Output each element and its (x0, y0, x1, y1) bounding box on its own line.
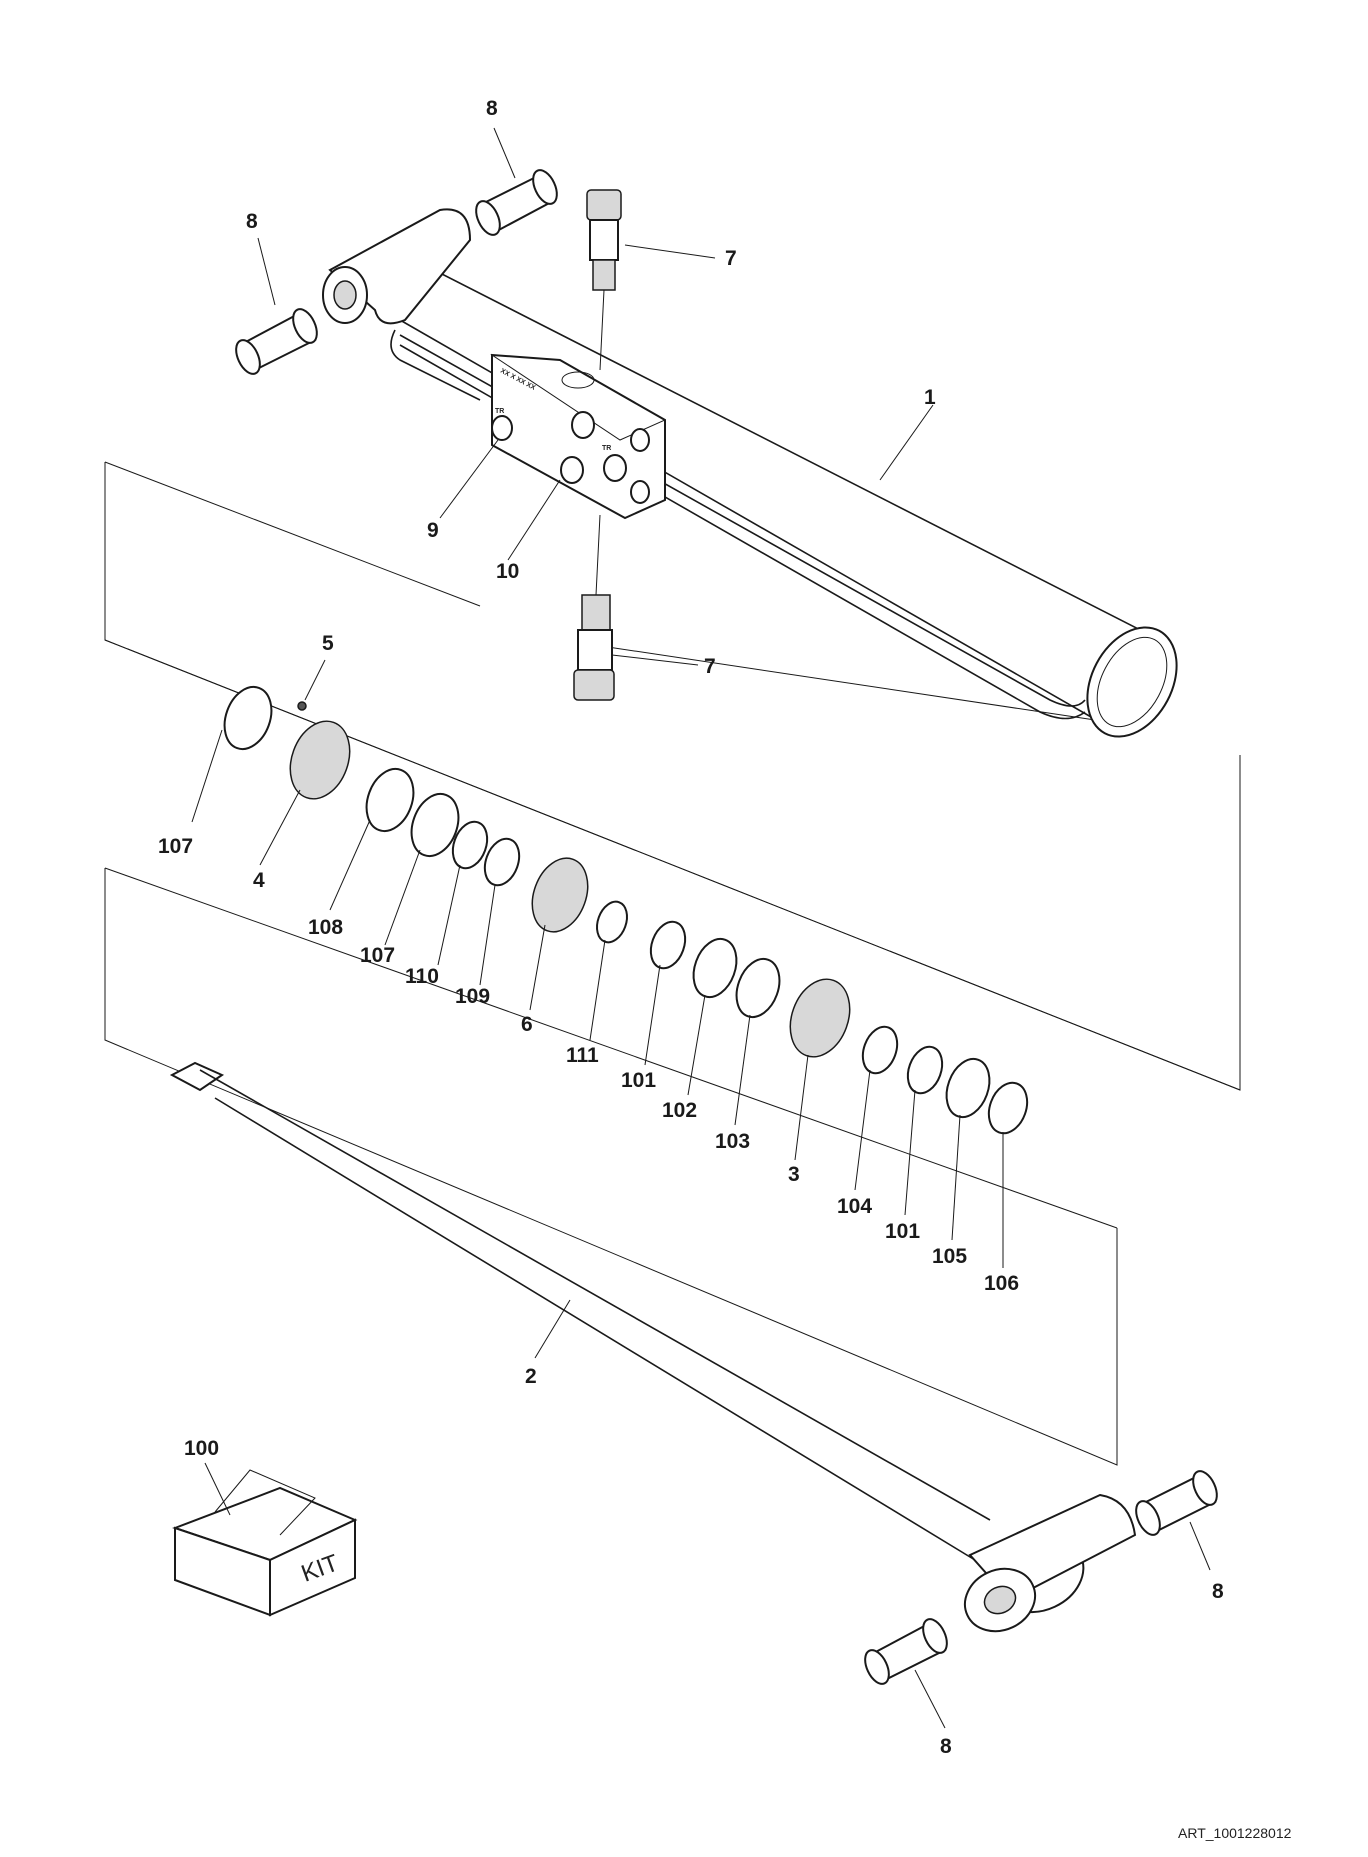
callout-9: 9 (427, 519, 439, 542)
ring-107a (223, 686, 273, 750)
callout-100: 100 (184, 1437, 219, 1460)
callout-102: 102 (662, 1099, 697, 1122)
callout-109: 109 (455, 985, 490, 1008)
valve-mark-tr-1: TR (495, 408, 504, 415)
callout-5: 5 (322, 632, 334, 655)
ball-5 (297, 701, 307, 711)
leader-lines (191, 127, 1211, 1729)
callout-107b: 107 (360, 944, 395, 967)
callout-4: 4 (253, 869, 265, 892)
callout-107a: 107 (158, 835, 193, 858)
upper-panel-outline (104, 461, 1241, 1091)
spacer-6 (531, 857, 589, 933)
callout-10: 10 (496, 560, 519, 583)
cylinder-rod (169, 1061, 1137, 1633)
callout-8c: 8 (1212, 1580, 1224, 1603)
ring-103 (735, 957, 781, 1019)
cylinder-barrel (322, 208, 1178, 738)
callout-7a: 7 (725, 247, 737, 270)
ring-102 (692, 937, 738, 999)
callout-labels: 8 8 7 1 9 10 7 5 107 4 108 107 110 109 6… (158, 97, 1224, 1758)
cartridge-lower (573, 514, 615, 701)
kit-box: KIT (172, 1469, 358, 1617)
ring-107b (410, 793, 460, 857)
seal-stack (223, 686, 1029, 1135)
piston-4 (289, 720, 351, 800)
wiper-106 (987, 1081, 1029, 1135)
callout-6: 6 (521, 1013, 533, 1036)
pin-upper-left (235, 308, 318, 375)
callout-103: 103 (715, 1130, 750, 1153)
callout-101a: 101 (621, 1069, 656, 1092)
ring-111 (596, 900, 628, 944)
valve-block: TR TR XX X XX XX (490, 353, 667, 520)
ring-110 (451, 820, 489, 870)
cartridge-upper (586, 189, 622, 371)
callout-2: 2 (525, 1365, 537, 1388)
callout-110: 110 (405, 965, 439, 988)
callout-8a: 8 (486, 97, 498, 120)
ring-109 (483, 837, 521, 887)
lower-panel-outline (104, 867, 1118, 1466)
callout-8d: 8 (940, 1735, 952, 1758)
ring-105 (945, 1057, 991, 1119)
art-number: ART_1001228012 (1178, 1825, 1292, 1841)
callout-101b: 101 (885, 1220, 920, 1243)
callout-108: 108 (308, 916, 343, 939)
callout-8b: 8 (246, 210, 258, 233)
callout-105: 105 (932, 1245, 967, 1268)
head-3 (789, 978, 851, 1058)
callout-106: 106 (984, 1272, 1019, 1295)
callout-1: 1 (924, 386, 936, 409)
ring-108 (365, 768, 415, 832)
valve-mark-tr-2: TR (602, 445, 611, 452)
ring-101a (649, 920, 687, 970)
callout-104: 104 (837, 1195, 872, 1218)
ring-104 (861, 1025, 899, 1075)
pin-lower-right (1135, 1470, 1218, 1536)
callout-3: 3 (788, 1163, 800, 1186)
pin-upper-right (475, 169, 558, 236)
pin-lower-left (864, 1618, 948, 1685)
callout-111: 111 (566, 1044, 599, 1067)
seal-axis-line (104, 639, 1241, 1091)
callout-7b: 7 (704, 655, 716, 678)
ring-101b (906, 1045, 944, 1095)
